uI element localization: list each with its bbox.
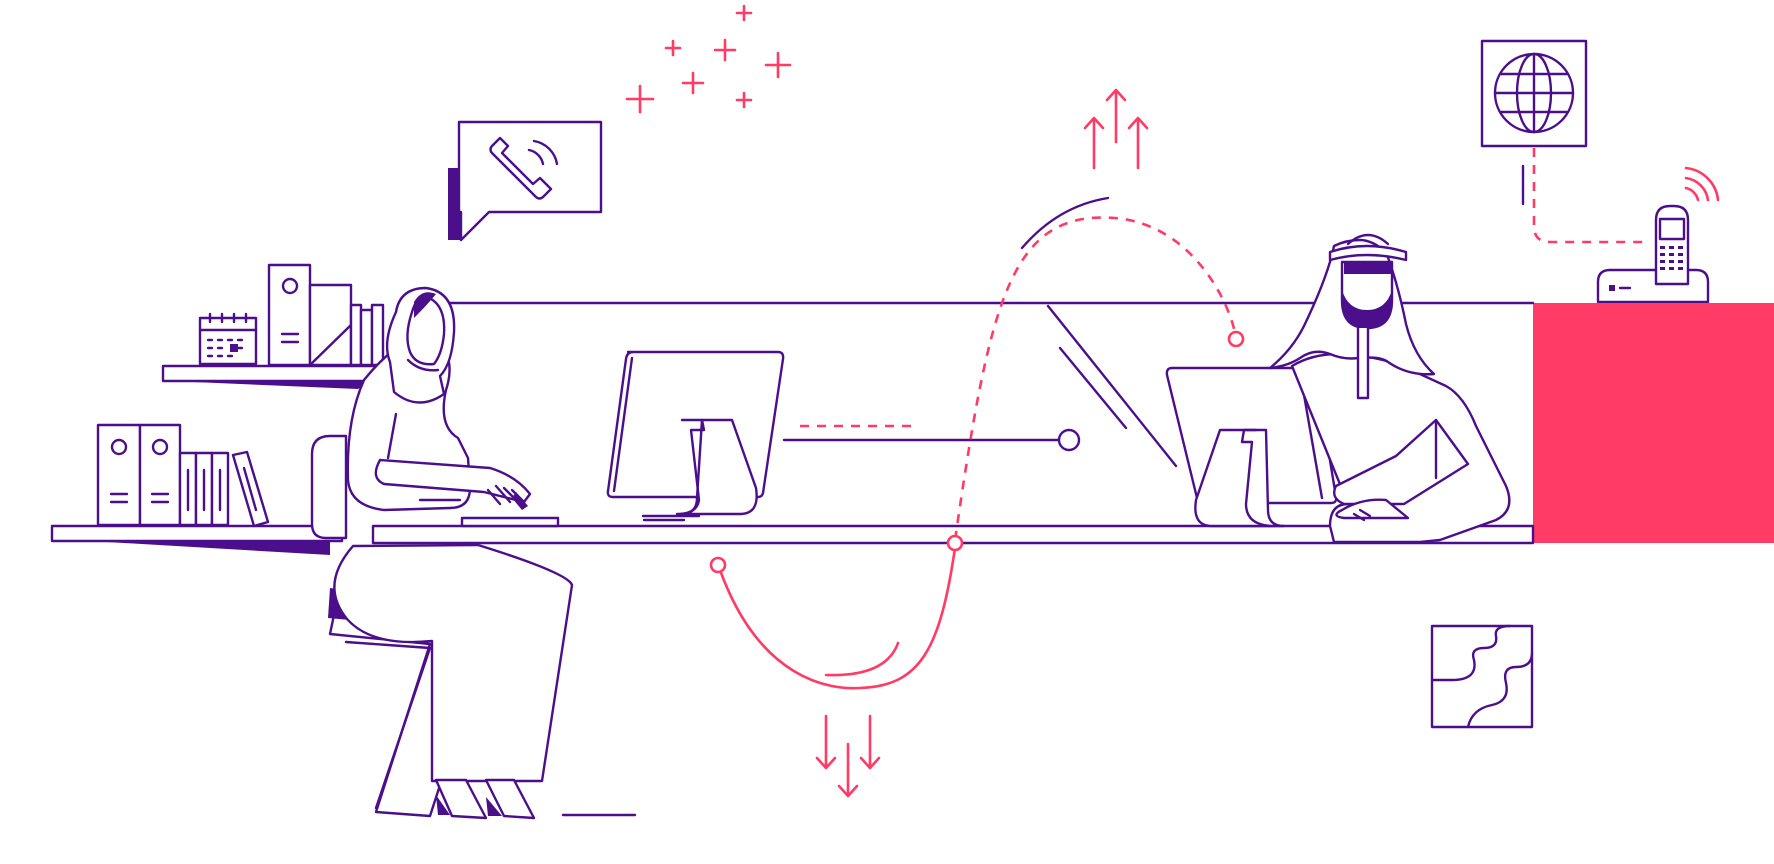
wall-motifs <box>782 304 1178 468</box>
desk <box>371 524 1535 547</box>
sparkles <box>625 4 792 114</box>
monitor-icon <box>1165 366 1338 528</box>
pink-block <box>1533 303 1774 543</box>
wave-path <box>709 196 1245 690</box>
arrow-down-icon <box>815 714 881 798</box>
lower-shelf <box>50 423 344 555</box>
map-icon <box>1430 624 1534 729</box>
woman-figure <box>310 286 574 820</box>
arrow-up-icon <box>1083 88 1149 170</box>
sparkle-plus-icon <box>625 4 792 114</box>
globe-icon <box>1480 39 1588 148</box>
cordless-phone-icon <box>1596 166 1720 304</box>
man-figure <box>1268 233 1511 544</box>
monitor-icon <box>606 350 785 522</box>
phone-cable <box>1532 148 1644 244</box>
calendar-icon <box>198 312 258 366</box>
speech-bubble-phone-icon <box>448 120 603 242</box>
upper-shelf <box>161 263 400 389</box>
